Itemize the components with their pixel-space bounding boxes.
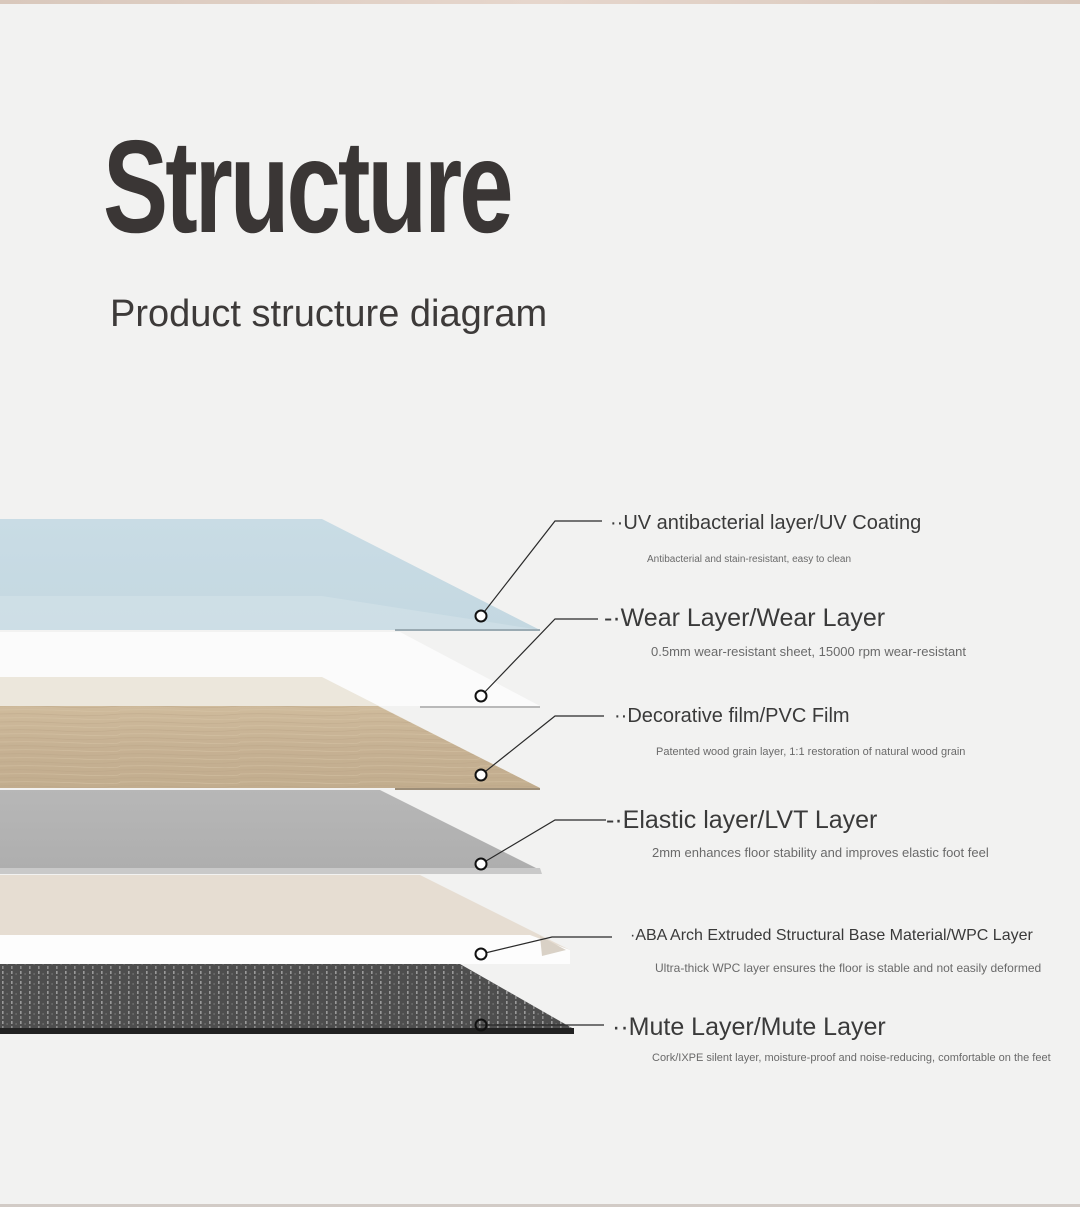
page-subtitle: Product structure diagram — [110, 293, 548, 335]
page-title: Structure — [103, 113, 514, 260]
layer-label-wpc-layer: ·ABA Arch Extruded Structural Base Mater… — [630, 927, 1033, 944]
layer-label-elastic-layer: -·Elastic layer/LVT Layer — [606, 806, 878, 834]
callout-wear-layer — [474, 618, 598, 703]
layer-label-decorative-film: ··Decorative film/PVC Film — [614, 705, 850, 727]
callout-wpc-layer — [474, 936, 612, 961]
layer-label-uv-coating: ··UV antibacterial layer/UV Coating — [610, 512, 922, 534]
layer-desc-wpc-layer: Ultra-thick WPC layer ensures the floor … — [655, 961, 1042, 975]
layer-desc-mute-layer: Cork/IXPE silent layer, moisture-proof a… — [652, 1052, 1051, 1064]
layer-label-wear-layer: -·Wear Layer/Wear Layer — [604, 604, 886, 632]
bottom-border-strip — [0, 1204, 1080, 1207]
mute-layer — [0, 964, 574, 1034]
decorative-film-layer — [0, 677, 540, 790]
layer-desc-elastic-layer: 2mm enhances floor stability and improve… — [652, 845, 989, 860]
elastic-layer — [0, 790, 542, 874]
top-border-strip — [0, 0, 1080, 4]
callout-elastic-layer — [474, 819, 606, 871]
callout-uv-coating — [474, 520, 602, 623]
layer-desc-wear-layer: 0.5mm wear-resistant sheet, 15000 rpm we… — [651, 644, 967, 659]
callout-mute-layer — [474, 1018, 604, 1032]
wpc-base-layer — [0, 875, 570, 964]
uv-coating-layer — [0, 519, 540, 631]
layer-desc-decorative-film: Patented wood grain layer, 1:1 restorati… — [656, 746, 966, 758]
layer-desc-uv-coating: Antibacterial and stain-resistant, easy … — [647, 554, 851, 565]
layer-label-mute-layer: ··Mute Layer/Mute Layer — [612, 1013, 886, 1041]
callout-decorative-film — [474, 715, 604, 782]
